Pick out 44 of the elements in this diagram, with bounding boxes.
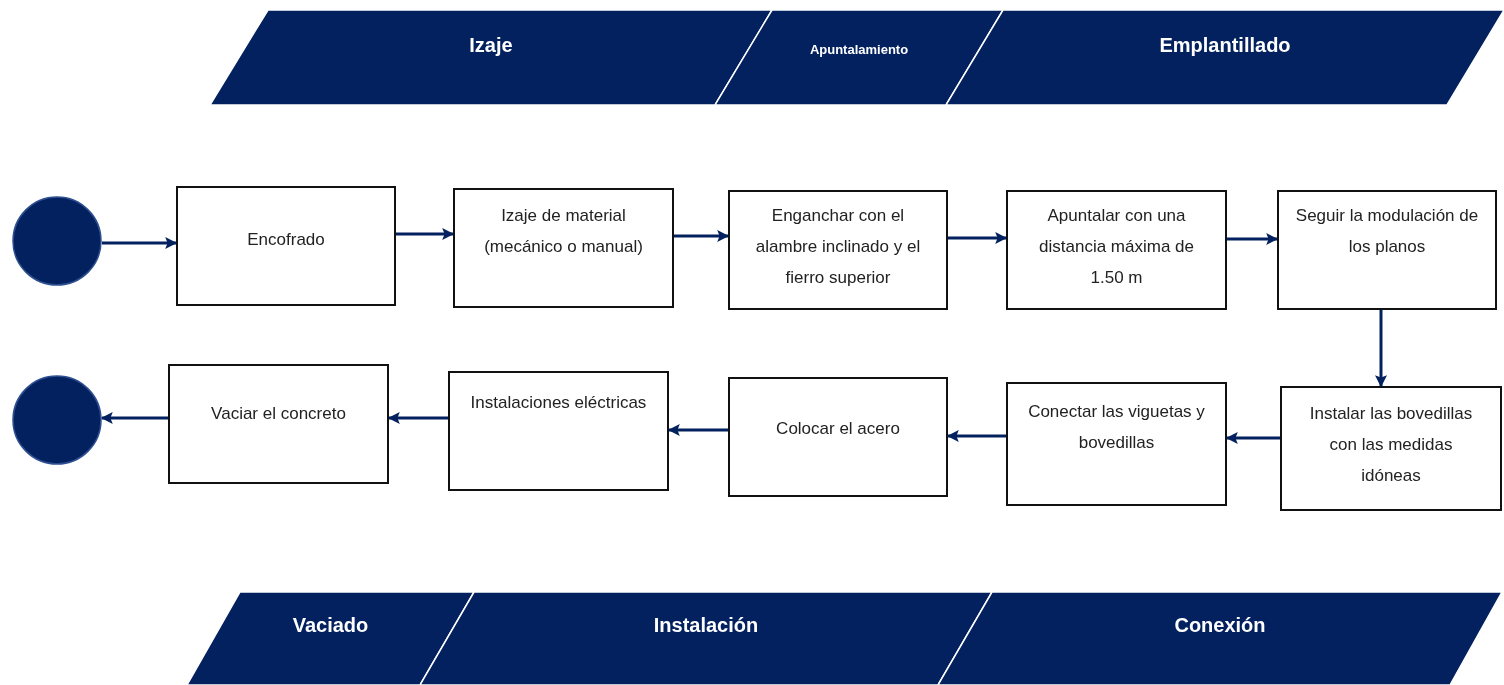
arrow xyxy=(101,237,178,249)
arrow xyxy=(1225,432,1280,444)
process-box xyxy=(1006,190,1227,310)
arrow xyxy=(674,230,730,242)
process-box xyxy=(1280,386,1502,511)
terminal-circle xyxy=(12,375,102,465)
arrow xyxy=(667,424,728,436)
step-text: Seguir la modulación de los planos xyxy=(1295,205,1479,258)
step-text: Encofrado xyxy=(246,229,326,251)
step-text: Izaje de material (mecánico o manual) xyxy=(483,205,644,258)
step-text: Vaciar el concreto xyxy=(210,403,347,425)
step-text: Conectar las viguetas y bovedillas xyxy=(1027,401,1206,454)
phase-banner xyxy=(210,10,772,105)
process-box xyxy=(176,186,396,306)
process-box xyxy=(1006,382,1227,506)
arrow xyxy=(946,430,1006,442)
phase-banner xyxy=(187,592,474,685)
step-text: Instalaciones eléctricas xyxy=(469,392,648,414)
arrow xyxy=(1375,310,1387,388)
terminal-circle xyxy=(12,196,102,286)
phase-banner xyxy=(938,592,1502,685)
phase-label: Instalación xyxy=(653,614,759,637)
process-box xyxy=(453,188,674,308)
arrow xyxy=(1227,233,1279,245)
arrow xyxy=(387,412,448,424)
step-text: Enganchar con el alambre inclinado y el fierro superior xyxy=(754,205,922,289)
arrow xyxy=(396,228,455,240)
phase-label: Vaciado xyxy=(292,614,369,637)
phase-banner xyxy=(946,10,1504,105)
phase-label: Conexión xyxy=(1174,614,1266,637)
arrow xyxy=(948,232,1008,244)
process-box xyxy=(728,190,948,310)
phase-banner xyxy=(715,10,1003,105)
step-text: Apuntalar con una distancia máxima de 1.50 m xyxy=(1038,205,1195,289)
phase-label: Izaje xyxy=(469,34,513,57)
process-box xyxy=(1277,190,1497,310)
phase-label: Apuntalamiento xyxy=(809,42,909,57)
arrow xyxy=(100,412,168,424)
phase-label: Emplantillado xyxy=(1159,34,1291,57)
process-box xyxy=(448,371,669,491)
step-text: Colocar el acero xyxy=(775,418,901,440)
step-text: Instalar las bovedillas con las medidas idóneas xyxy=(1308,403,1474,487)
process-box xyxy=(168,364,389,484)
process-box xyxy=(728,377,948,497)
